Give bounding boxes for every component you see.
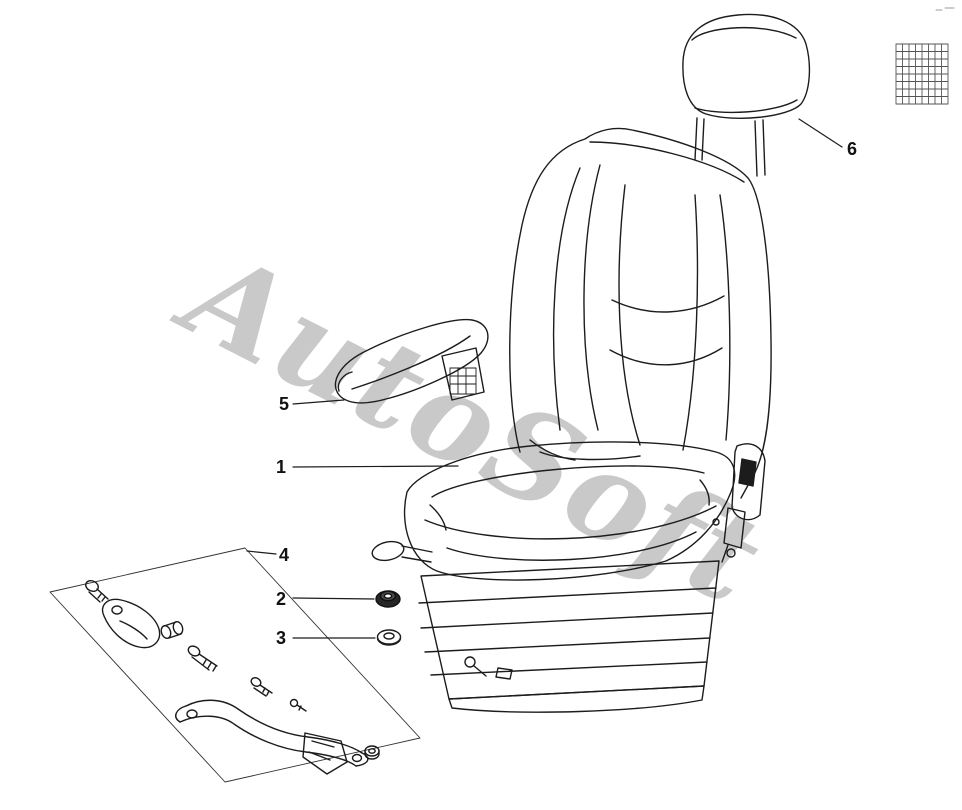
callout-2-label: 2 [276, 589, 287, 609]
suspension-drawing [418, 560, 720, 713]
callout-4-label: 4 [279, 545, 290, 565]
callout-2-leader [292, 597, 375, 600]
bracket-nut-drawing [364, 745, 380, 760]
part4-boundary [49, 547, 421, 783]
bracket-bar-drawing [175, 699, 369, 767]
armrest-hatch [449, 367, 477, 395]
recliner-handle-drawing [712, 443, 766, 563]
washer-drawing [376, 629, 402, 646]
callout-4-leader [246, 550, 277, 555]
callout-5-label: 5 [279, 394, 290, 414]
callout-5-leader [292, 399, 345, 405]
mounting-bracket-group [49, 547, 421, 783]
callout-3-label: 3 [276, 628, 287, 648]
seat-back-drawing [509, 127, 772, 499]
bolt-c-drawing [250, 677, 273, 697]
corner-tick [935, 7, 955, 11]
screw-drawing [289, 698, 307, 712]
clamp-drawing [302, 732, 348, 775]
callout-1-label: 1 [276, 457, 287, 477]
bolt-b-drawing [187, 645, 218, 672]
callout-6-leader [798, 118, 843, 148]
headrest-drawing [682, 13, 811, 177]
bolt-a-drawing [85, 580, 109, 603]
slide-lever-drawing [371, 540, 433, 563]
pivot-bracket-drawing [101, 598, 161, 649]
nut-drawing [375, 590, 401, 608]
grid-swatch [895, 43, 949, 105]
armrest-drawing [334, 318, 489, 404]
callout-1-leader [292, 465, 459, 468]
seat-cushion-drawing [403, 441, 736, 581]
bushing-drawing [160, 620, 184, 640]
callout-6-label: 6 [847, 139, 858, 159]
